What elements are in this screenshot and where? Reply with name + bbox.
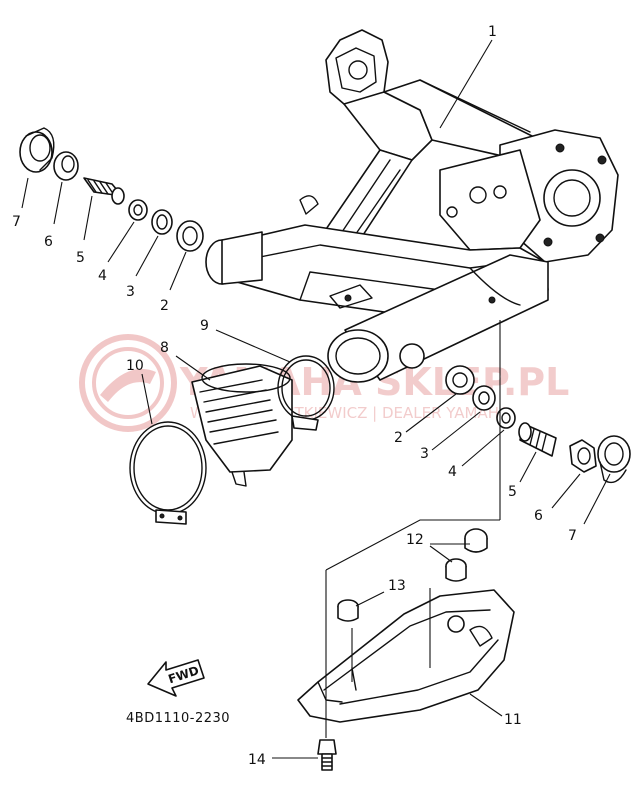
- callout-6-right: 6: [534, 508, 543, 524]
- swingarm-part-1: [205, 29, 619, 383]
- collar-4-left: [128, 199, 148, 221]
- leader-11: [469, 693, 503, 717]
- callout-14: 14: [248, 752, 266, 768]
- collar-4-right: [496, 407, 516, 429]
- pivot-shaft-5-right: [518, 422, 557, 457]
- callout-3-left: 3: [126, 284, 135, 300]
- leader-4-left: [107, 221, 135, 263]
- leader-7-right: [583, 473, 611, 525]
- callout-7-left: 7: [12, 214, 21, 230]
- callout-11: 11: [504, 712, 522, 728]
- thrust-cover-6-left: [53, 151, 79, 181]
- pivot-shaft-5-left: [83, 177, 125, 205]
- guard-plate-11: [297, 589, 515, 723]
- dust-cap-7-left: [19, 127, 55, 173]
- callout-2-left: 2: [160, 298, 169, 314]
- bolt-14: [317, 739, 337, 771]
- damper-12: [445, 528, 488, 582]
- callout-5-right: 5: [508, 484, 517, 500]
- leader-6-right: [551, 473, 581, 509]
- dust-cap-7-right: [597, 435, 631, 484]
- leader-4-right: [461, 429, 505, 467]
- band-10: [129, 421, 207, 525]
- watermark-logo-icon: [79, 334, 177, 432]
- callout-10: 10: [126, 358, 144, 374]
- damper-12-bottom: [445, 558, 467, 582]
- leader-3-right: [431, 411, 481, 451]
- leader-6-left: [53, 181, 63, 225]
- oil-seal-3-right: [472, 385, 496, 411]
- leader-8: [175, 355, 211, 381]
- leader-7-left: [21, 177, 29, 209]
- callout-7-right: 7: [568, 528, 577, 544]
- part-code: 4BD1110-2230: [126, 711, 230, 726]
- oil-seal-3-left: [151, 209, 173, 235]
- cap-13: [337, 599, 359, 622]
- callout-8: 8: [160, 340, 169, 356]
- assembly-guide-lines: [325, 320, 501, 738]
- band-9: [277, 355, 335, 431]
- callout-13: 13: [388, 578, 406, 594]
- right-bearing-stack: [399, 343, 631, 484]
- leader-10: [141, 373, 153, 425]
- callout-12: 12: [406, 532, 424, 548]
- leader-5-left: [83, 195, 93, 241]
- bearing-2-left: [176, 220, 204, 252]
- callout-4-left: 4: [98, 268, 107, 284]
- leader-13: [355, 591, 385, 607]
- leader-2-right: [405, 393, 457, 433]
- callout-3-right: 3: [420, 446, 429, 462]
- callout-5-left: 5: [76, 250, 85, 266]
- leader-5-right: [519, 451, 537, 483]
- callout-2-right: 2: [394, 430, 403, 446]
- dealer-watermark: YAMAHA SKLEP.PL WOJCIECH DUTKIEWICZ | DE…: [79, 334, 569, 432]
- leader-12b: [429, 545, 453, 563]
- left-bearing-stack: [19, 127, 204, 252]
- thrust-cover-6-right: [569, 439, 597, 473]
- leader-3-left: [135, 235, 159, 277]
- rubber-boot-8: [191, 363, 293, 487]
- damper-12-top: [464, 528, 488, 553]
- callout-1: 1: [488, 24, 497, 40]
- leader-2-left: [169, 251, 187, 291]
- leader-9: [215, 329, 291, 363]
- leader-1: [439, 39, 493, 129]
- callout-6-left: 6: [44, 234, 53, 250]
- callout-4-right: 4: [448, 464, 457, 480]
- fwd-arrow-icon: FWD: [147, 659, 205, 697]
- bearing-2-right: [445, 365, 475, 395]
- callout-9: 9: [200, 318, 209, 334]
